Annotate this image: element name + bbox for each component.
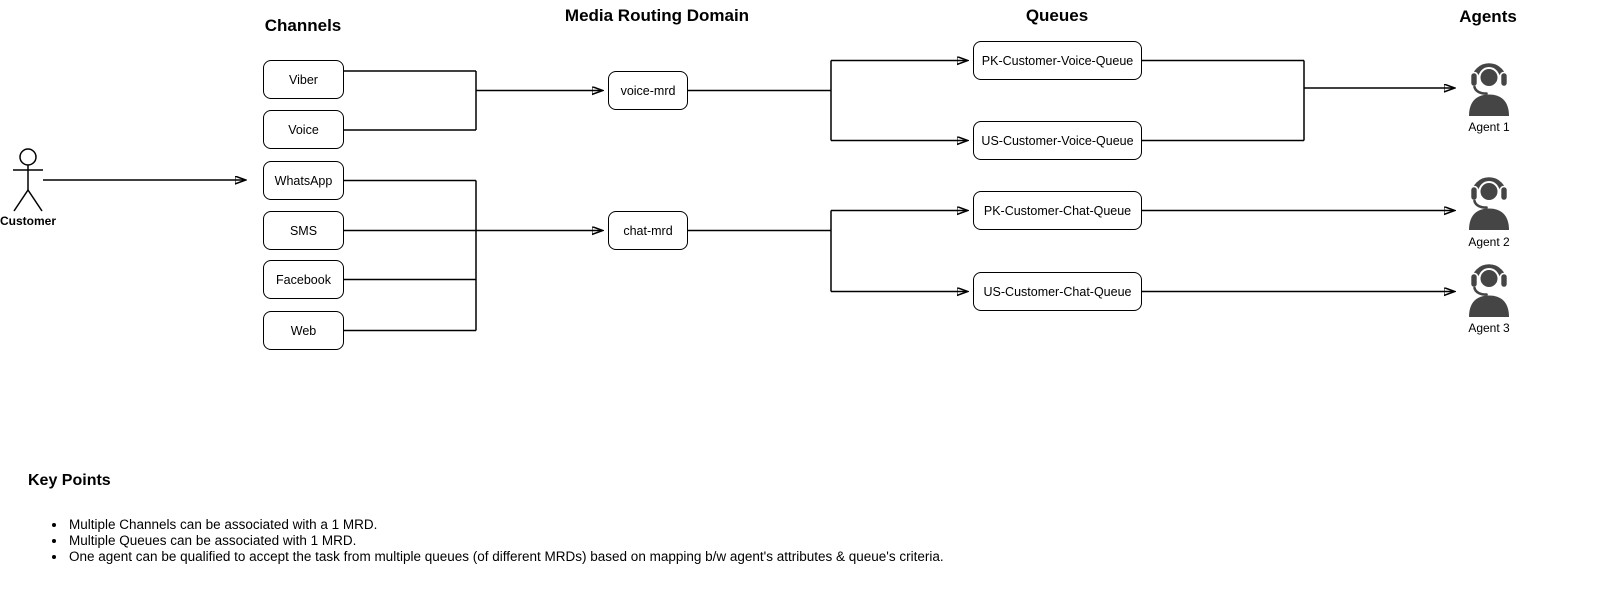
queue-label: PK-Customer-Chat-Queue bbox=[983, 203, 1132, 218]
agent-label: Agent 2 bbox=[1468, 235, 1510, 249]
customer-label: Customer bbox=[0, 214, 56, 228]
agent-headset-icon bbox=[1469, 63, 1509, 116]
agents-header: Agents bbox=[1459, 7, 1517, 26]
mrd-node-voice: voice-mrd bbox=[608, 71, 688, 110]
channel-label: Viber bbox=[289, 72, 318, 87]
channel-label: Web bbox=[290, 323, 317, 338]
queue-node-pk-chat: PK-Customer-Chat-Queue bbox=[973, 191, 1142, 230]
customer-actor-icon bbox=[13, 148, 43, 212]
channel-node-sms: SMS bbox=[263, 211, 344, 250]
mrd-label: voice-mrd bbox=[620, 83, 676, 98]
channel-node-facebook: Facebook bbox=[263, 260, 344, 299]
queues-header: Queues bbox=[1025, 6, 1089, 25]
channel-label: Facebook bbox=[276, 272, 331, 287]
agent-label: Agent 1 bbox=[1468, 120, 1510, 134]
key-point-item: Multiple Channels can be associated with… bbox=[67, 517, 944, 533]
channel-node-voice: Voice bbox=[263, 110, 344, 149]
channel-label: Voice bbox=[288, 122, 319, 137]
queue-label: PK-Customer-Voice-Queue bbox=[981, 53, 1134, 68]
key-points-title: Key Points bbox=[28, 472, 111, 489]
channel-node-viber: Viber bbox=[263, 60, 344, 99]
queue-node-us-chat: US-Customer-Chat-Queue bbox=[973, 272, 1142, 311]
channel-node-web: Web bbox=[263, 311, 344, 350]
mrd-node-chat: chat-mrd bbox=[608, 211, 688, 250]
mrd-header: Media Routing Domain bbox=[564, 6, 750, 25]
agent-label: Agent 3 bbox=[1468, 321, 1510, 335]
agent-headset-icon bbox=[1469, 177, 1509, 230]
key-point-item: Multiple Queues can be associated with 1… bbox=[67, 533, 944, 549]
channel-label: WhatsApp bbox=[274, 173, 333, 188]
queue-node-us-voice: US-Customer-Voice-Queue bbox=[973, 121, 1142, 160]
key-point-item: One agent can be qualified to accept the… bbox=[67, 549, 944, 565]
queue-label: US-Customer-Chat-Queue bbox=[983, 284, 1132, 299]
channel-label: SMS bbox=[289, 223, 318, 238]
queue-label: US-Customer-Voice-Queue bbox=[981, 133, 1134, 148]
key-points-list: Multiple Channels can be associated with… bbox=[48, 517, 944, 565]
channels-header: Channels bbox=[264, 16, 342, 35]
queue-node-pk-voice: PK-Customer-Voice-Queue bbox=[973, 41, 1142, 80]
agent-headset-icon bbox=[1469, 264, 1509, 317]
mrd-label: chat-mrd bbox=[623, 223, 673, 238]
channel-node-whatsapp: WhatsApp bbox=[263, 161, 344, 200]
